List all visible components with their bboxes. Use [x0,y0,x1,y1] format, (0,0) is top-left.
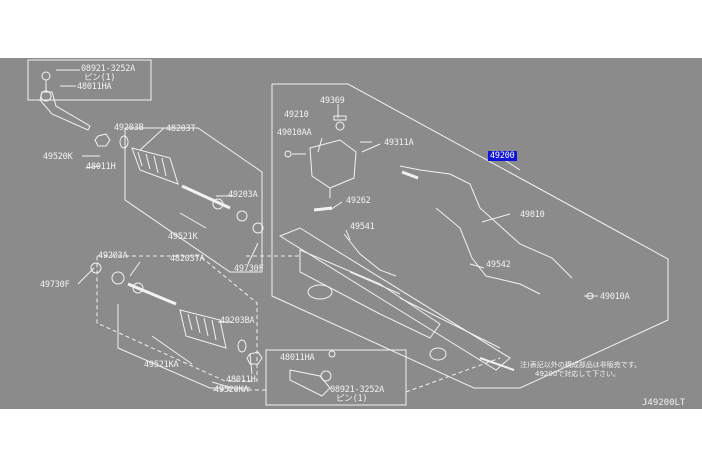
label-49262: 49262 [346,196,371,206]
diagram-code: J49200LT [642,398,686,408]
label-08921-3252a-bottom: 08921-3252A [330,385,385,395]
leader [247,242,259,265]
label-49010a: 49010A [600,292,630,302]
note-line-2: 49200で対応して下さい。 [535,370,621,378]
label-49810: 49810 [520,210,545,220]
parts-diagram: 08921-3252A ピン(1) 48011HA 49520K 48011H … [0,58,702,409]
label-pin-bottom: ピン(1) [336,394,368,404]
label-49210: 49210 [284,110,309,120]
label-pin-top: ピン(1) [84,73,116,83]
lock-washer-bottom [90,262,102,274]
leader [211,381,233,389]
label-49730f-bottom: 49730F [40,280,70,290]
boot-kit-inner-bottom [117,304,250,389]
tie-rod-end-bottom [289,350,336,397]
boot-kit-box-bottom [96,255,258,382]
hydraulic-lines [343,165,573,295]
tie-rod-end-top [39,71,91,131]
boot-kit-box-top [124,127,263,273]
inner-rod-top [181,184,231,210]
gear-assy-outline [271,83,669,389]
label-49311a: 49311A [384,138,414,148]
label-48203ta: 48203TA [170,254,205,264]
boot-top [131,147,179,185]
label-49010aa: 49010AA [277,128,312,138]
leader [469,263,485,269]
label-49521ka: 49521KA [144,360,179,370]
flare-nut [586,292,594,300]
label-49521k: 49521K [168,232,198,242]
diagram-drawing [27,59,669,406]
label-49203b: 49203B [114,123,144,133]
label-48011h-top: 48011H [86,162,116,172]
label-48203t: 48203T [166,124,196,134]
label-49520k: 49520K [43,152,73,162]
clamp-ring-bottom [111,271,125,285]
label-49200-highlighted[interactable]: 49200 [488,151,517,161]
leader [179,212,207,229]
label-08921-3252a-top: 08921-3252A [81,64,136,74]
leader [361,143,381,153]
nut-top [94,133,111,147]
extension [405,357,501,393]
inner-rod-bottom [127,282,177,306]
label-48011ha-top: 48011HA [77,82,112,92]
label-49203a-bottom: 49203A [98,251,128,261]
label-49542: 49542 [486,260,511,270]
clamp-bottom [237,339,247,353]
leader [151,335,193,365]
leader [85,165,101,169]
label-49520ka: 49520KA [214,385,249,395]
label-49203a-top: 49203A [228,190,258,200]
leader [139,127,165,151]
note-line-1: 注)表記以外の構成部品は非販売です。 [520,361,642,369]
pinion-housing [284,115,372,212]
lock-washer-top [252,222,264,234]
inset-box-bottom [265,349,407,406]
leader [481,213,511,223]
leader [345,229,351,241]
label-49203ba: 49203BA [220,316,255,326]
inset-box-top [27,59,152,101]
nut-bottom [246,351,263,365]
boot-bottom [179,309,227,349]
label-49369: 49369 [320,96,345,106]
label-49541: 49541 [350,222,375,232]
rack-housing [278,227,515,371]
label-48011ha-bottom: 48011HA [280,353,315,363]
label-49730f-top: 49730F [234,264,264,274]
clamp-ring-top [236,210,248,222]
clamp-top [119,135,129,149]
leader [505,160,521,171]
leader [129,261,141,277]
label-48011h-bottom: 48011H [226,375,256,385]
